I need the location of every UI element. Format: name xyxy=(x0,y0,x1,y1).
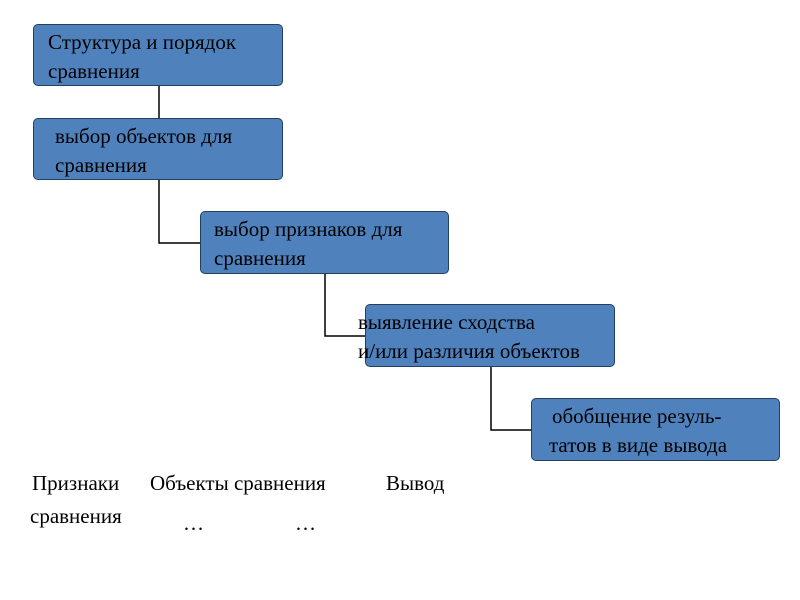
step-box-select-objects: выбор объектов для сравнения xyxy=(33,118,283,180)
step-box-select-features: выбор признаков для сравнения xyxy=(200,211,449,274)
objects-ellipsis-2: … xyxy=(295,511,316,535)
step-3-line-2: сравнения xyxy=(214,246,306,270)
step-5-line-2: татов в виде вывода xyxy=(549,433,728,457)
step-4-line-2: и/или различия объектов xyxy=(358,339,580,363)
features-label-line-1: Признаки xyxy=(32,471,120,495)
connector-2-3 xyxy=(158,180,201,244)
step-1-line-2: сравнения xyxy=(48,59,140,83)
step-box-generalize-results: обобщение резуль- татов в виде вывода xyxy=(531,398,780,461)
conclusion-label: Вывод xyxy=(386,471,445,495)
step-1-line-1: Структура и порядок xyxy=(48,30,237,54)
step-2-line-2: сравнения xyxy=(55,153,147,177)
connector-3-4 xyxy=(324,273,366,337)
step-box-structure: Структура и порядок сравнения xyxy=(33,24,283,86)
objects-label: Объекты сравнения xyxy=(150,471,326,495)
features-label-line-2: сравнения xyxy=(30,504,122,528)
connector-4-5 xyxy=(490,367,532,431)
step-4-line-1: выявление сходства xyxy=(358,310,535,334)
step-5-line-1: обобщение резуль- xyxy=(552,404,722,428)
step-3-line-1: выбор признаков для xyxy=(214,217,403,241)
objects-ellipsis-1: … xyxy=(183,511,204,535)
step-box-identify-similarity: выявление сходства и/или различия объект… xyxy=(358,304,615,367)
step-2-line-1: выбор объектов для xyxy=(55,124,233,148)
